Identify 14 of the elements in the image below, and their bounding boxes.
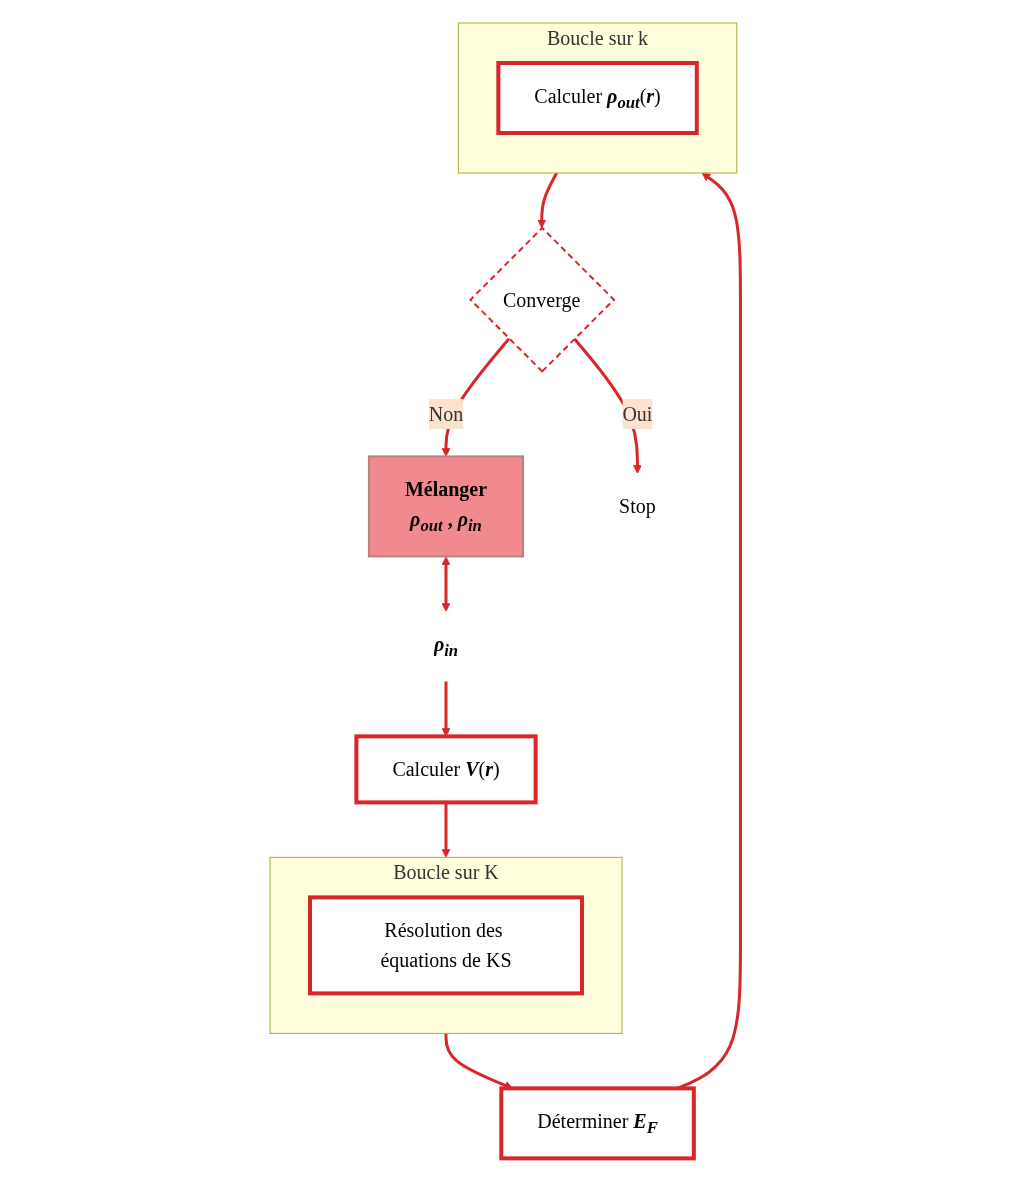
node-box: Calculer ρ$_{out}$(r) [496,60,699,135]
edge-label: Non [428,402,463,425]
node-box: Résolution des équations de KS [307,895,584,996]
node-box: Déterminer E$_{F}$ [499,1086,696,1161]
arrow [441,681,451,737]
node-diamond: Converge [468,226,616,373]
arrow [441,556,451,612]
arrow [537,172,558,229]
node-box: Calculer V(r) [354,734,538,805]
arrow [441,802,451,858]
node-box: Mélanger ρ$_{out}$ , ρ$_{in}$ [367,455,524,558]
node-text: Stop [618,495,656,518]
node-text: ρ$_{in}$ [433,633,458,661]
edge-label: Oui [622,402,653,425]
